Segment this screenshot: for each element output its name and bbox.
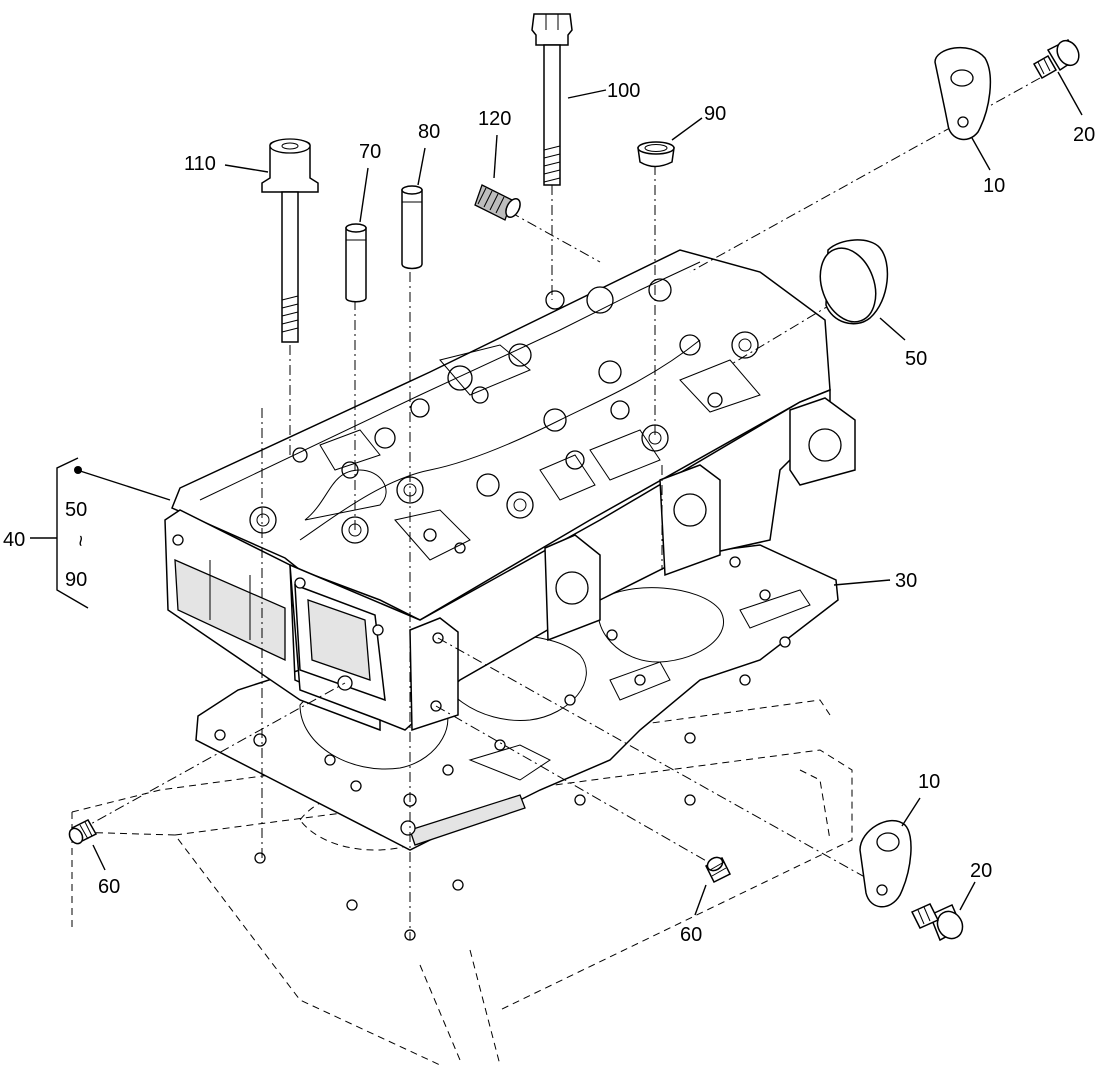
callout-120: 120 — [478, 108, 511, 130]
dowel-pin-60-right — [704, 856, 732, 884]
callout-30: 30 — [895, 570, 917, 592]
callout-20-bottom: 20 — [970, 860, 992, 882]
callout-70: 70 — [359, 141, 381, 163]
core-plug-50 — [819, 239, 889, 325]
threaded-plug-120 — [474, 184, 521, 221]
callout-10-top: 10 — [983, 175, 1005, 197]
callout-110: 110 — [184, 153, 216, 175]
leader-lines — [30, 71, 1083, 916]
dowel-pin-60-left — [68, 819, 98, 845]
lifting-bracket-10-bottom — [859, 819, 912, 908]
valve-guide-70 — [345, 223, 367, 303]
callout-40-range-tilde: ~ — [69, 535, 91, 547]
valve-guide-80 — [401, 185, 423, 270]
block-deck-holes — [254, 794, 696, 941]
callout-10-bottom: 10 — [918, 771, 940, 793]
callout-dot-40 — [74, 466, 82, 474]
callout-40: 40 — [3, 529, 25, 551]
callout-40-range-end: 90 — [65, 569, 87, 591]
callout-20-top: 20 — [1073, 124, 1095, 146]
callout-40-range-start: 50 — [65, 499, 87, 521]
callout-100: 100 — [607, 80, 640, 102]
callout-60-right: 60 — [680, 924, 702, 946]
gasket-bolt-holes — [214, 556, 791, 836]
valve-seal-90 — [637, 141, 675, 168]
callout-90: 90 — [704, 103, 726, 125]
bolt-20-bottom — [910, 903, 964, 942]
callout-50: 50 — [905, 348, 927, 370]
head-port-outlines — [199, 261, 761, 561]
callout-60-left: 60 — [98, 876, 120, 898]
bolt-100 — [531, 13, 573, 186]
bolt-20-top — [1032, 39, 1080, 80]
head-gasket — [195, 544, 839, 941]
callout-80: 80 — [418, 121, 440, 143]
lifting-bracket-10-top — [934, 46, 992, 141]
callout-labels: 100 110 70 80 120 90 10 20 50 40 50 ~ 90… — [3, 80, 1095, 946]
head-bolt-110 — [261, 138, 319, 343]
